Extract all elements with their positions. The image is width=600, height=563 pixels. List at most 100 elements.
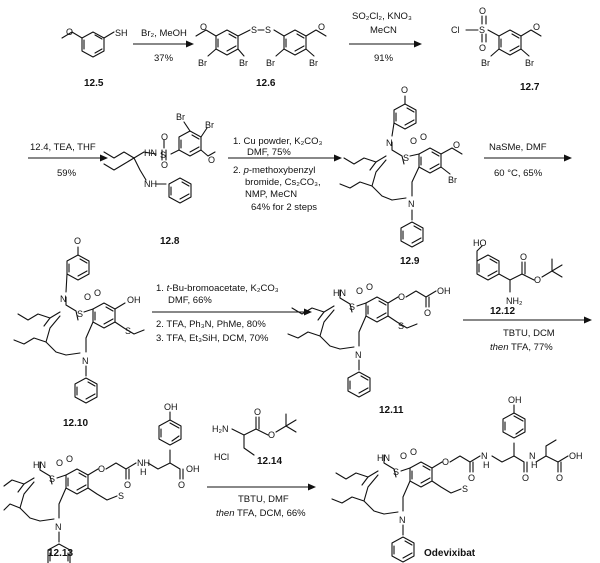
atom-label: O [178,480,185,490]
atom-label: Br [205,120,214,130]
compound-label-12-5: 12.5 [84,78,104,89]
atom-label: O [200,22,207,32]
atom-label: O [161,160,168,170]
atom-label: H [140,467,147,477]
atom-label: Br [448,175,457,185]
compound-12-7-structure: Cl S O O O Br Br [451,6,542,68]
reaction-arrow-head [564,154,572,162]
step-1-yield: 37% [154,53,174,64]
step-3-reagents: 12.4, TEA, THF [30,142,96,153]
compound-label-12-14: 12.14 [257,456,282,467]
atom-label: S [251,25,257,35]
reaction-arrow-head [584,316,592,324]
atom-label: Br [481,58,490,68]
atom-label: O [398,292,405,302]
atom-label: OH [164,402,178,412]
atom-label: S [160,150,166,160]
step-6-line-3: 2. TFA, Ph₃N, PhMe, 80% [156,319,266,330]
compound-label-12-12: 12.12 [490,306,515,317]
atom-label: O [124,480,131,490]
atom-label: S [462,484,468,494]
compound-12-11-structure: HN S O O O O OH S N [287,282,451,398]
atom-label: S [479,25,485,35]
atom-label: S [49,474,55,484]
atom-label: O [468,473,475,483]
atom-label: OH [508,395,522,405]
atom-label: H [483,460,490,470]
atom-label: S [403,153,409,163]
atom-label: HN [33,460,46,470]
atom-label: O [442,457,449,467]
atom-label: N [82,356,89,366]
compound-label-12-7: 12.7 [520,82,540,93]
compound-label-12-13: 12.13 [48,548,73,559]
atom-label: N [408,199,415,209]
atom-label: Br [176,112,185,122]
compound-12-6-structure: O S S O Br Br Br Br [195,22,327,68]
atom-label: O [424,308,431,318]
atom-label: O [479,6,486,16]
atom-label: N [399,515,406,525]
atom-label: NH [137,458,150,468]
atom-label: HO [473,238,487,248]
atom-label: O [94,288,101,298]
atom-label: O [479,43,486,53]
atom-label: O [356,286,363,296]
compound-12-13-structure: HN S O O O O NH H O OH OH S N [3,402,200,563]
atom-label: HN [333,288,346,298]
step-5-conditions: 60 °C, 65% [494,168,543,179]
compound-12-12-structure: HO O O NH₂ [473,238,563,306]
atom-label: S [265,25,271,35]
step-6-line-2: DMF, 66% [168,295,212,306]
atom-label: N [529,451,536,461]
compound-12-10-structure: O N S O O OH S N [13,236,145,404]
atom-label: O [520,252,527,262]
atom-label: N [386,138,393,148]
atom-label: O [84,292,91,302]
atom-label: HN [377,453,390,463]
compound-12-9-structure: O N S O O O Br N [339,85,463,248]
atom-label: O [74,236,81,246]
odevixibat-structure: HN S O O O O N H O N H O OH OH S N [331,395,583,563]
atom-label: O [318,22,325,32]
step-5-reagents: NaSMe, DMF [489,142,547,153]
step-2-yield: 91% [374,53,394,64]
atom-label: S [118,491,124,501]
atom-label: Br [266,58,275,68]
reaction-arrow-head [100,154,108,162]
step-6-line-1: 1. t-Bu-bromoacetate, K₂CO₃ [156,283,279,294]
atom-label: HN [144,148,157,158]
step-7-conditions: then TFA, 77% [490,342,553,353]
atom-label: OH [437,286,451,296]
reaction-arrow-head [186,40,194,48]
compound-label-12-9: 12.9 [400,256,420,267]
atom-label: O [534,275,541,285]
atom-label: O [533,22,540,32]
step-2-reagents-line-1: SO₂Cl₂, KNO₃ [352,11,412,22]
atom-label: O [208,155,215,165]
atom-label: O [98,464,105,474]
atom-label: Br [239,58,248,68]
step-4-line-3: 2. p-methoxybenzyl [233,165,315,176]
atom-label: N [481,451,488,461]
step-4-line-4: bromide, Cs₂CO₃, [245,177,321,188]
compound-label-12-11: 12.11 [379,405,404,416]
atom-label: O [410,447,417,457]
atom-label: H [531,460,538,470]
atom-label: O [66,27,73,37]
step-2-reagents-line-2: MeCN [370,25,397,36]
atom-label: OH [569,451,583,461]
step-7-reagents: TBTU, DCM [503,328,555,339]
compound-label-12-6: 12.6 [256,78,276,89]
step-3-yield: 59% [57,168,77,179]
atom-label: O [522,473,529,483]
atom-label: S [398,321,404,331]
atom-label: HCl [214,452,229,462]
atom-label: OH [186,464,200,474]
atom-label: OH [127,295,141,305]
atom-label: O [410,136,417,146]
atom-label: O [420,132,427,142]
reaction-arrow-head [334,154,342,162]
compound-12-14-structure: H₂N O O HCl [212,407,297,462]
